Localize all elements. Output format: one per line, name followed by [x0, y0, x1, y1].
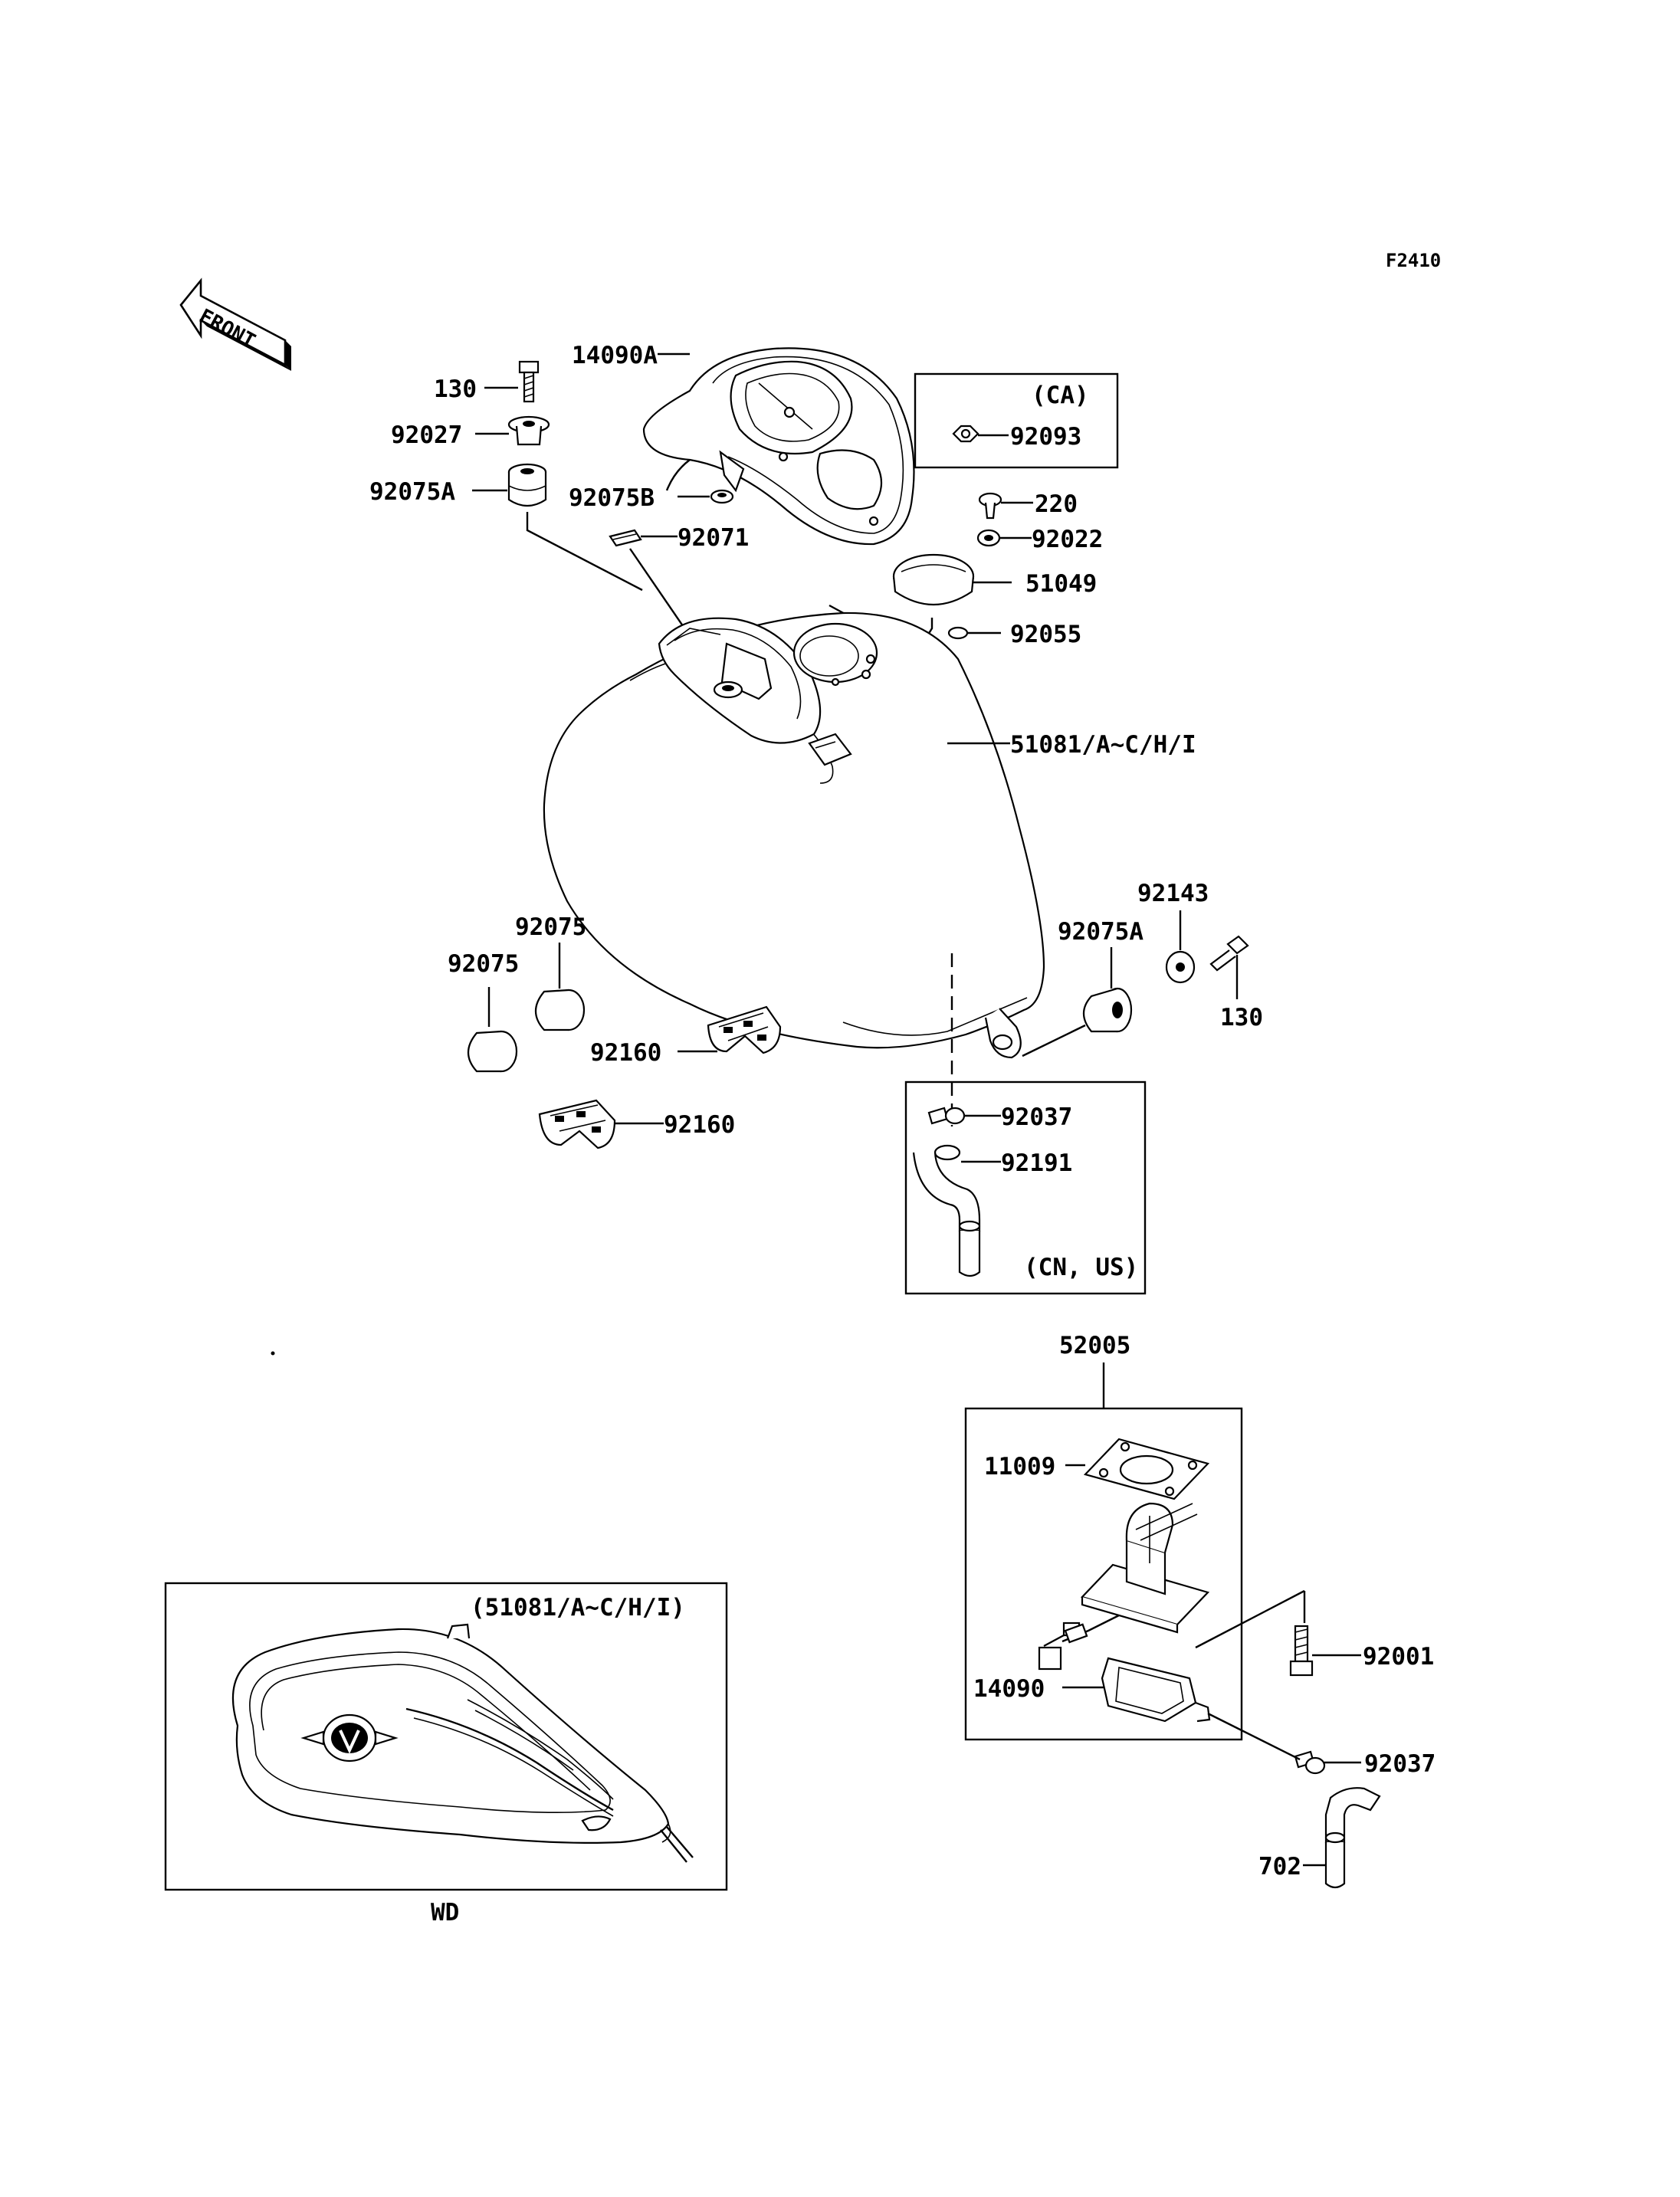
- fuel-sender-unit: [1038, 1502, 1210, 1671]
- part-92191: 92191: [1001, 1149, 1072, 1177]
- bolt-130-top: [518, 360, 540, 403]
- part-51081: 51081/A~C/H/I: [1010, 731, 1196, 759]
- part-14090A: 14090A: [572, 342, 658, 369]
- front-arrow-icon: FRONT: [179, 277, 291, 371]
- part-220: 220: [1035, 490, 1078, 518]
- ca-box: [914, 372, 1119, 469]
- part-92075-a: 92075: [448, 950, 519, 978]
- damper-92075-a: [467, 1030, 518, 1073]
- part-51049: 51049: [1025, 570, 1097, 598]
- part-92075-b: 92075: [515, 913, 586, 941]
- damper-92075A-right: [1082, 987, 1133, 1033]
- o-ring-92055: [947, 626, 969, 640]
- part-92093: 92093: [1010, 423, 1081, 451]
- damper-92075-b: [534, 989, 586, 1031]
- washer-92143: [1165, 950, 1196, 984]
- clip-92071: [609, 529, 642, 547]
- bolt-130-right: [1209, 935, 1249, 972]
- part-702: 702: [1258, 1853, 1301, 1881]
- part-92071: 92071: [678, 524, 749, 552]
- clamp-92037-top: [927, 1107, 966, 1125]
- diagram-code: F2410: [1386, 250, 1441, 271]
- assembly-52005-label: 52005: [1059, 1332, 1130, 1359]
- wd-caption: WD: [431, 1899, 459, 1926]
- wd-variant-box: [164, 1582, 728, 1891]
- grommet-92075B: [710, 489, 734, 504]
- cn-us-label: (CN, US): [1024, 1254, 1138, 1281]
- wd-fuel-tank-illustration: [231, 1623, 694, 1863]
- part-14090: 14090: [973, 1675, 1045, 1703]
- assembly-52005-box: [964, 1407, 1243, 1741]
- damper-92075A-top: [507, 463, 547, 507]
- part-92075B: 92075B: [569, 484, 655, 512]
- part-92143: 92143: [1137, 880, 1209, 907]
- stray-dot: [271, 1351, 275, 1356]
- clamp-92037-bottom: [1294, 1750, 1326, 1775]
- screw-220: [978, 492, 1002, 520]
- nut-92093: [952, 425, 979, 443]
- collar-92027: [507, 415, 550, 446]
- bracket-14090: [1101, 1657, 1211, 1723]
- hose-92191: [912, 1144, 981, 1277]
- part-92037-top: 92037: [1001, 1103, 1072, 1131]
- part-92022: 92022: [1032, 526, 1103, 553]
- part-92160-b: 92160: [664, 1111, 735, 1139]
- cap-51049: [892, 553, 975, 605]
- wd-variant-label: (51081/A~C/H/I): [471, 1594, 685, 1622]
- ca-label: (CA): [1032, 382, 1089, 409]
- part-92160-a: 92160: [590, 1039, 661, 1067]
- part-92075A-top: 92075A: [369, 478, 455, 506]
- part-11009: 11009: [984, 1453, 1055, 1481]
- part-92055: 92055: [1010, 621, 1081, 648]
- bolt-92001: [1289, 1625, 1314, 1677]
- gasket-11009: [1083, 1438, 1210, 1500]
- hose-702: [1324, 1787, 1381, 1889]
- part-130-top: 130: [434, 375, 477, 403]
- cn-us-box: [904, 1080, 1147, 1295]
- part-92027: 92027: [391, 421, 462, 449]
- rubber-92160-b: [538, 1099, 616, 1149]
- part-92001: 92001: [1363, 1643, 1434, 1671]
- part-92037-bottom: 92037: [1364, 1750, 1436, 1778]
- cover-14090A: [642, 347, 915, 546]
- rubber-92160-a: [707, 1005, 782, 1054]
- fuel-tank-51081: [543, 612, 1045, 1059]
- washer-92022: [976, 529, 1001, 547]
- part-130-right: 130: [1220, 1004, 1263, 1031]
- part-92075A-right: 92075A: [1058, 918, 1144, 946]
